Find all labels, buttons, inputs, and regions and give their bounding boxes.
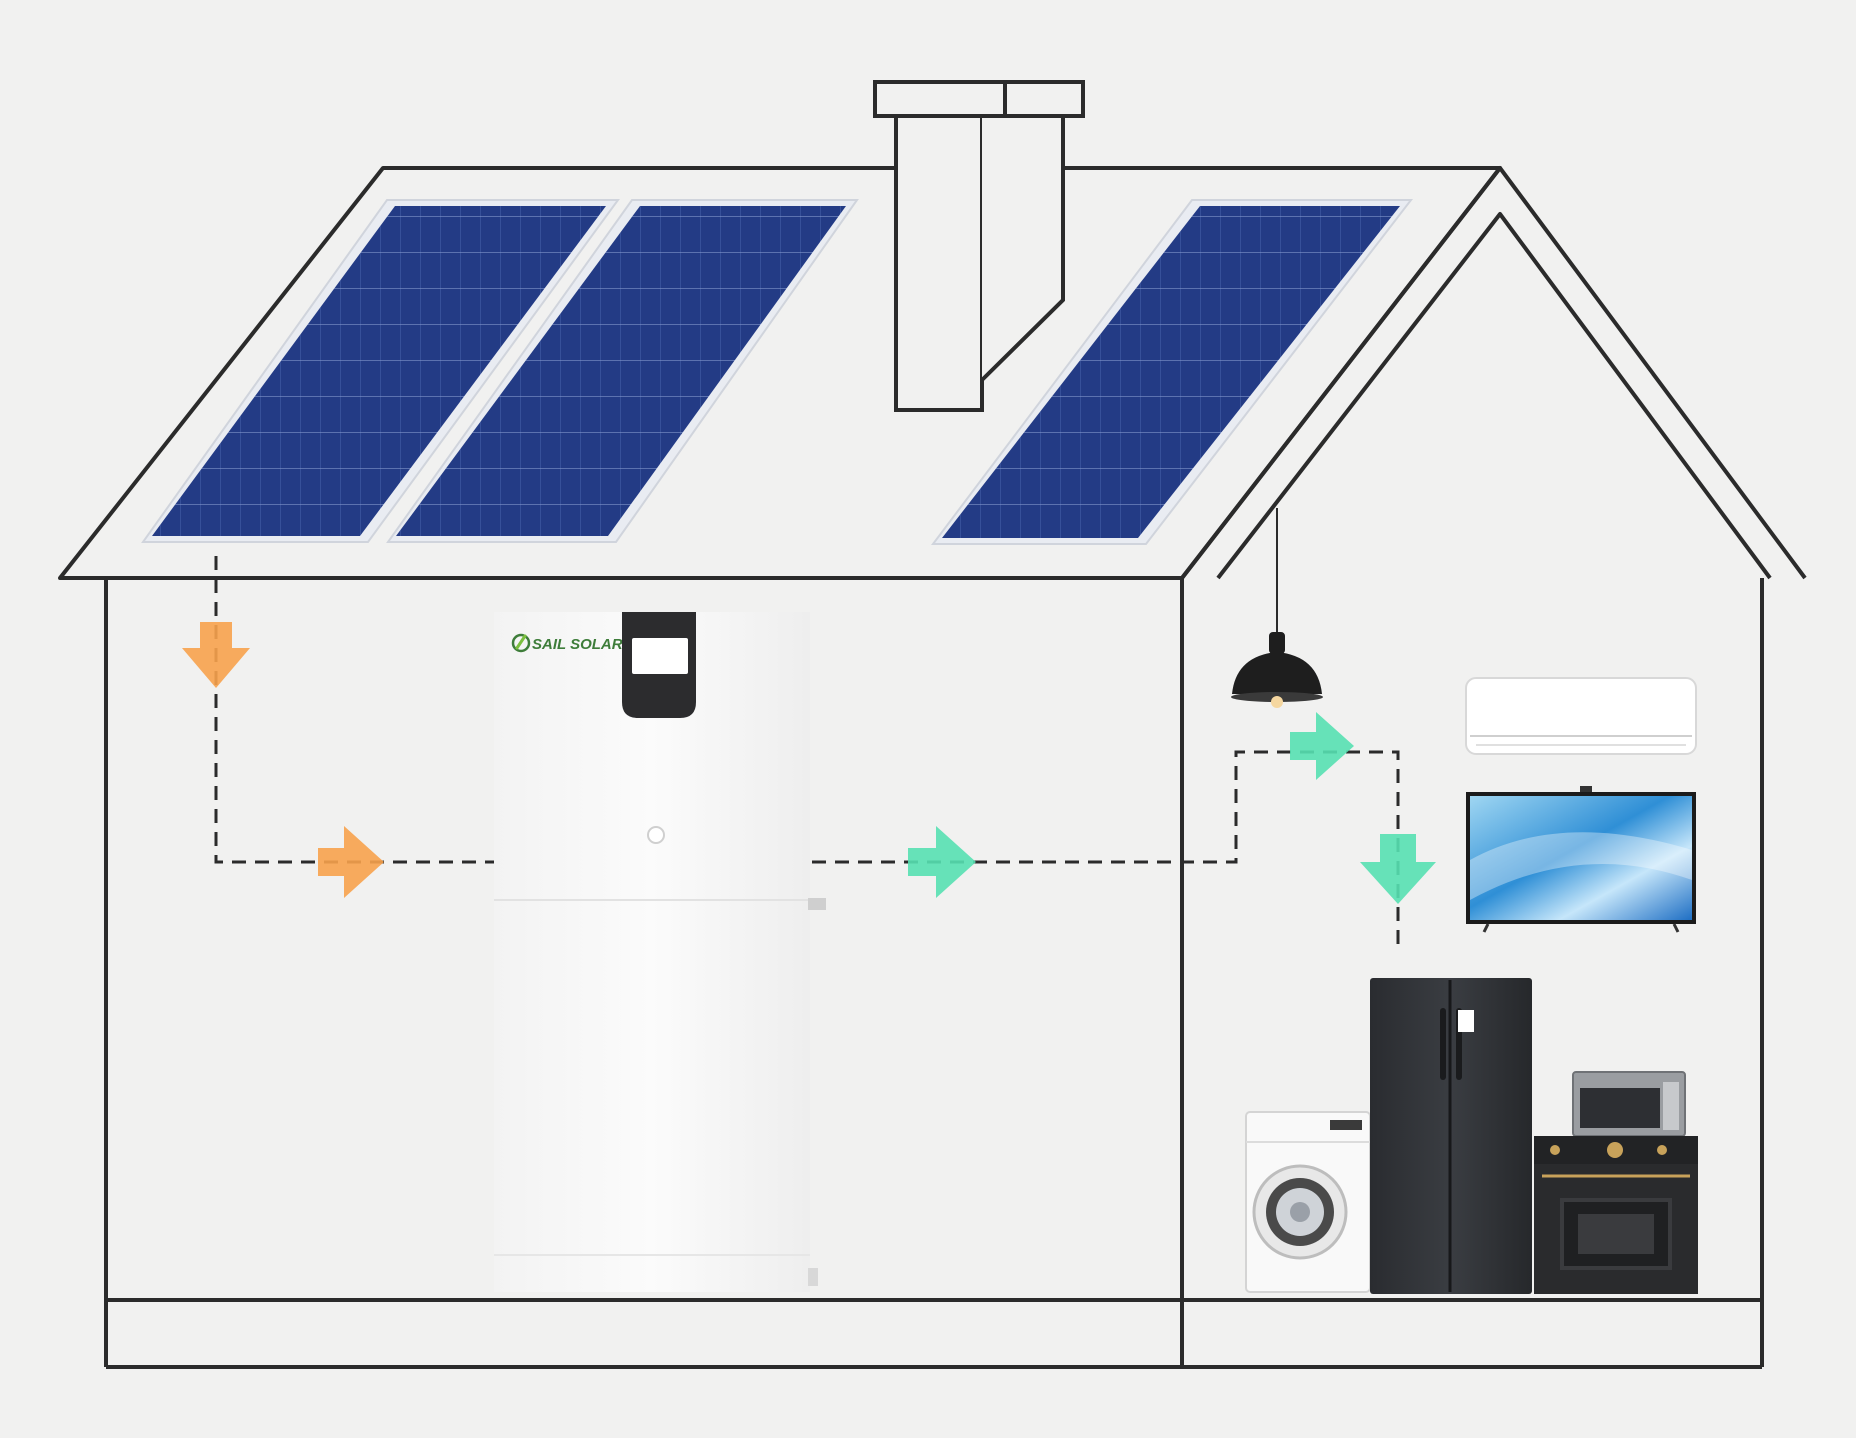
air-conditioner-icon xyxy=(1465,677,1697,755)
solar-panel-icon xyxy=(396,206,846,536)
brand-name: SAIL SOLAR xyxy=(532,636,623,653)
solar-panel-1 xyxy=(141,199,620,543)
brand-logo: SAIL SOLAR xyxy=(511,633,623,653)
inverter-battery-icon: SAIL SOLAR xyxy=(494,612,826,1292)
solar-panel-icon xyxy=(152,206,606,536)
inverter-to-home-wire xyxy=(812,750,1400,945)
solar-panel-3 xyxy=(930,199,1414,545)
flow-arrow-solar-down xyxy=(182,622,250,688)
washing-machine-icon xyxy=(1245,1111,1371,1293)
power-button xyxy=(647,826,665,844)
solar-to-inverter-wire xyxy=(214,556,496,864)
right-gable xyxy=(1180,166,1807,580)
flow-arrow-solar-right xyxy=(318,826,384,898)
refrigerator-icon xyxy=(1370,978,1532,1294)
solar-panel-2 xyxy=(386,199,859,543)
right-gable-inner xyxy=(1216,212,1772,580)
chimney-icon xyxy=(873,80,1085,412)
television-icon xyxy=(1466,786,1696,933)
house-outline xyxy=(58,166,1807,1369)
flow-arrow-output-right-2 xyxy=(1290,712,1354,780)
oven-icon xyxy=(1534,1136,1698,1294)
pendant-lamp-icon xyxy=(1231,632,1323,708)
solar-panel-icon xyxy=(942,206,1400,538)
microwave-icon xyxy=(1572,1071,1686,1137)
inverter-display xyxy=(622,612,696,718)
flow-arrow-output-down xyxy=(1360,834,1436,904)
flow-arrow-output-right xyxy=(908,826,976,898)
